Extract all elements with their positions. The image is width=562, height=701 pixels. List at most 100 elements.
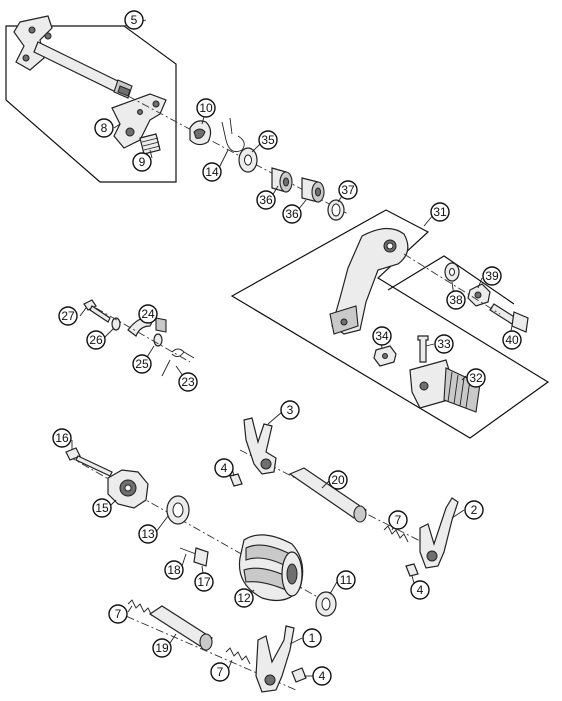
callout-7a: 7 [388, 510, 408, 530]
callout-17: 17 [194, 572, 214, 592]
callout-8: 8 [94, 118, 114, 138]
callout-4b: 4 [410, 580, 430, 600]
axis-small-parts [95, 307, 191, 363]
shift-fork-1 [255, 625, 295, 693]
callout-36a: 36 [256, 190, 276, 210]
callout-label: 15 [95, 501, 109, 515]
callout-label: 9 [139, 155, 146, 169]
callout-35: 35 [258, 130, 278, 150]
callout-10: 10 [196, 98, 216, 118]
nut-34 [373, 345, 397, 367]
callout-36b: 36 [282, 204, 302, 224]
callout-label: 36 [285, 207, 299, 221]
callout-label: 7 [217, 665, 224, 679]
return-spring-small [139, 133, 161, 155]
callout-27: 27 [58, 306, 78, 326]
callout-31: 31 [430, 202, 450, 222]
callout-label: 24 [141, 307, 155, 321]
washer-35 [238, 147, 258, 173]
callout-39: 39 [482, 266, 502, 286]
callout-label: 25 [135, 357, 149, 371]
callout-label: 36 [259, 193, 273, 207]
pin-4b [405, 563, 419, 577]
callout-12: 12 [234, 588, 254, 608]
axis-lever [403, 253, 501, 315]
washer-11 [315, 591, 337, 617]
fork-rail-19 [148, 605, 214, 651]
callout-34: 34 [372, 326, 392, 346]
callout-25: 25 [132, 354, 152, 374]
spring-7c [225, 647, 251, 665]
shift-drum-star-15 [107, 469, 149, 509]
callout-9: 9 [132, 152, 152, 172]
bolt-40 [489, 303, 529, 333]
callout-7c: 7 [210, 662, 230, 682]
leader-lines [71, 19, 513, 677]
return-spring-10 [189, 120, 212, 146]
pin-4a [229, 473, 243, 487]
callout-label: 4 [319, 669, 326, 683]
callout-37: 37 [338, 180, 358, 200]
callout-18: 18 [164, 560, 184, 580]
callout-label: 35 [261, 133, 275, 147]
shift-lever-subframe [387, 255, 515, 305]
callout-1: 1 [302, 628, 322, 648]
callout-26: 26 [86, 330, 106, 350]
bolt-16 [65, 447, 113, 477]
callout-label: 26 [89, 333, 103, 347]
callout-13: 13 [138, 524, 158, 544]
ring-37 [327, 199, 345, 221]
washer-26 [111, 317, 121, 331]
callout-label: 40 [505, 333, 519, 347]
callout-24: 24 [138, 304, 158, 324]
callout-40: 40 [502, 330, 522, 350]
callout-label: 16 [55, 431, 69, 445]
callout-label: 2 [471, 503, 478, 517]
pin-18 [179, 547, 197, 555]
bearing-36a [271, 167, 293, 193]
callout-label: 18 [167, 563, 181, 577]
callout-3: 3 [280, 400, 300, 420]
callout-20: 20 [328, 470, 348, 490]
shift-lever-group-frame [230, 209, 550, 439]
callout-label: 7 [395, 513, 402, 527]
shift-fork-2 [419, 497, 459, 569]
shift-drum-12 [238, 534, 304, 601]
nut-39 [467, 283, 491, 307]
callout-label: 4 [417, 583, 424, 597]
callout-5: 5 [124, 10, 144, 30]
callout-label: 34 [375, 329, 389, 343]
callout-label: 11 [340, 573, 353, 587]
callout-label: 1 [309, 631, 316, 645]
callout-4a: 4 [214, 458, 234, 478]
callout-label: 14 [205, 165, 219, 179]
callout-32: 32 [466, 368, 486, 388]
callout-label: 23 [181, 375, 195, 389]
washer-13 [166, 495, 190, 525]
callout-label: 37 [341, 183, 355, 197]
callout-7b: 7 [108, 604, 128, 624]
callout-label: 17 [197, 575, 211, 589]
callout-label: 31 [433, 205, 447, 219]
callout-11: 11 [336, 570, 356, 590]
callout-label: 4 [221, 461, 228, 475]
callout-4c: 4 [312, 666, 332, 686]
spring-7a [383, 525, 409, 543]
callout-16: 16 [52, 428, 72, 448]
clip-14 [221, 117, 245, 153]
callout-label: 20 [331, 473, 345, 487]
callout-label: 39 [485, 269, 499, 283]
callout-label: 19 [155, 641, 169, 655]
callout-label: 13 [141, 527, 155, 541]
callout-label: 38 [449, 293, 463, 307]
washer-38 [444, 262, 460, 282]
callout-label: 8 [101, 121, 108, 135]
shift-lever-31 [329, 227, 409, 335]
shift-shaft [13, 15, 133, 99]
fork-rail-20 [288, 467, 368, 523]
callout-15: 15 [92, 498, 112, 518]
shift-fork-3 [243, 417, 277, 475]
callout-label: 33 [437, 337, 451, 351]
lever-24 [127, 316, 167, 337]
